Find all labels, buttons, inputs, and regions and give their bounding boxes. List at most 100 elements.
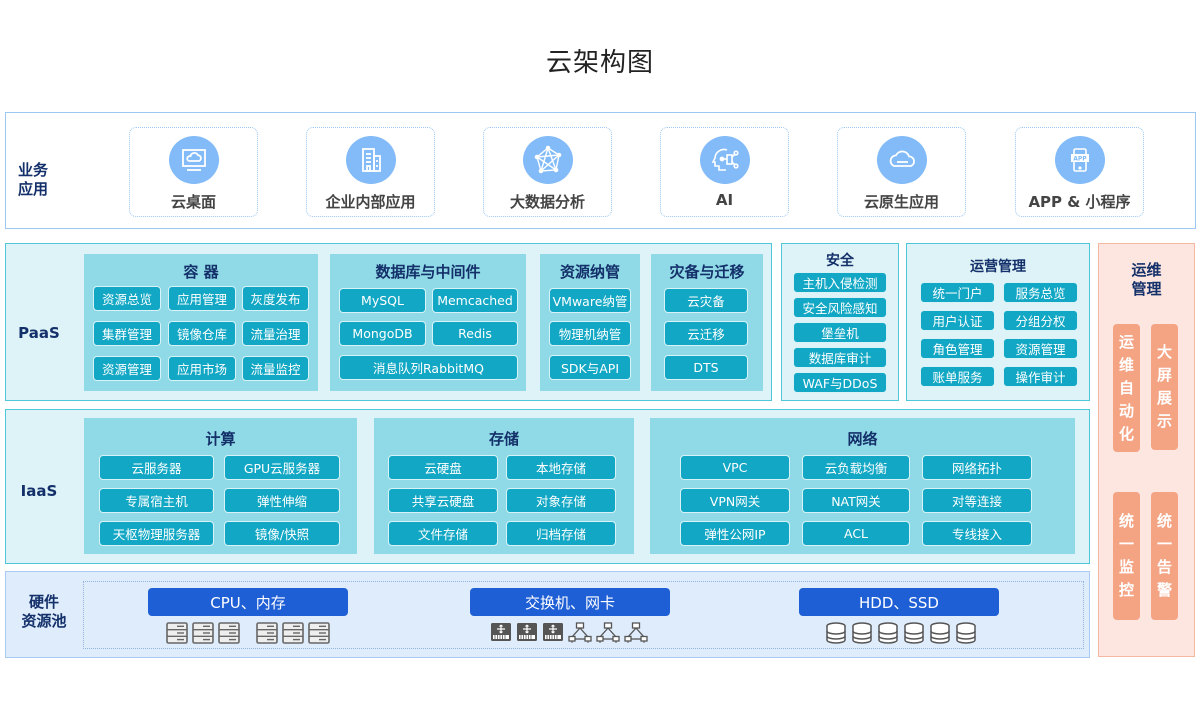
resource-mgmt-group-title: 资源纳管 [559, 263, 620, 281]
hardware-pool-container: CPU、内存 交换机、网卡 HDD、SSD [83, 581, 1084, 649]
chip-mysql[interactable]: MySQL [339, 288, 426, 313]
app-name: 云桌面 [170, 193, 216, 211]
chip-load-balancer[interactable]: 云负载均衡 [802, 455, 910, 480]
app-card-big-data[interactable]: 大数据分析 [483, 127, 612, 217]
chip-resource-management[interactable]: 资源管理 [1003, 338, 1078, 359]
server-icon [166, 622, 188, 644]
ops-automation-bar[interactable]: 运维自动化 [1113, 324, 1140, 452]
page-title: 云架构图 [545, 48, 654, 78]
switch-icon [517, 623, 537, 641]
chip-auto-scaling[interactable]: 弹性伸缩 [224, 488, 340, 513]
app-name: 云原生应用 [863, 193, 939, 211]
building-icon [346, 136, 396, 184]
database-group-title: 数据库与中间件 [375, 263, 481, 281]
chip-object-storage[interactable]: 对象存储 [506, 488, 616, 513]
chip-image-registry[interactable]: 镜像仓库 [168, 321, 236, 346]
topology-icon [624, 622, 648, 643]
chip-local-storage[interactable]: 本地存储 [506, 455, 616, 480]
hardware-resource-pool-layer: 硬件 资源池 CPU、内存 交换机、网卡 HDD、SSD [5, 571, 1090, 658]
chip-app-management[interactable]: 应用管理 [168, 286, 236, 311]
business-application-layer: 业务 应用 云桌面 企业内部应用 大数据分析 AI 云原生应用 APP [5, 112, 1196, 229]
chip-direct-connect[interactable]: 专线接入 [922, 521, 1032, 546]
chip-bare-metal[interactable]: 天枢物理服务器 [99, 521, 214, 546]
switch-nic-bar[interactable]: 交换机、网卡 [470, 588, 670, 616]
security-title: 安全 [826, 253, 854, 269]
paas-layer: PaaS 容 器 资源总览 应用管理 灰度发布 集群管理 镜像仓库 流量治理 资… [5, 243, 772, 401]
compute-group-title: 计算 [205, 430, 236, 448]
chip-cluster-management[interactable]: 集群管理 [93, 321, 161, 346]
chip-peering[interactable]: 对等连接 [922, 488, 1032, 513]
chip-shared-disk[interactable]: 共享云硬盘 [388, 488, 498, 513]
chip-operation-audit[interactable]: 操作审计 [1003, 366, 1078, 387]
ai-head-icon [700, 136, 750, 184]
chip-rabbitmq[interactable]: 消息队列RabbitMQ [339, 355, 518, 380]
chip-cloud-backup[interactable]: 云灾备 [664, 288, 748, 313]
container-group: 容 器 资源总览 应用管理 灰度发布 集群管理 镜像仓库 流量治理 资源管理 应… [84, 254, 318, 391]
chip-role-management[interactable]: 角色管理 [920, 338, 995, 359]
chip-host-intrusion[interactable]: 主机入侵检测 [793, 272, 887, 293]
chip-file-storage[interactable]: 文件存储 [388, 521, 498, 546]
chip-security-risk[interactable]: 安全风险感知 [793, 297, 887, 318]
chip-group-permission[interactable]: 分组分权 [1003, 310, 1078, 331]
chip-waf-ddos[interactable]: WAF与DDoS [793, 372, 887, 393]
chip-acl[interactable]: ACL [802, 521, 910, 546]
app-card-enterprise-apps[interactable]: 企业内部应用 [306, 127, 435, 217]
chip-dts[interactable]: DTS [664, 355, 748, 380]
app-card-ai[interactable]: AI [660, 127, 789, 217]
server-icon [282, 622, 304, 644]
chip-unified-portal[interactable]: 统一门户 [920, 282, 995, 303]
chip-elastic-ip[interactable]: 弹性公网IP [680, 521, 790, 546]
chip-vpc[interactable]: VPC [680, 455, 790, 480]
chip-traffic-governance[interactable]: 流量治理 [242, 321, 309, 346]
chip-vmware[interactable]: VMware纳管 [549, 288, 631, 313]
server-icon [218, 622, 240, 644]
operations-title: 运营管理 [970, 259, 1026, 275]
chip-physical-machine[interactable]: 物理机纳管 [549, 321, 631, 346]
hdd-ssd-bar[interactable]: HDD、SSD [799, 588, 999, 616]
chip-sdk-api[interactable]: SDK与API [549, 355, 631, 380]
app-card-cloud-desktop[interactable]: 云桌面 [129, 127, 258, 217]
app-card-app-miniprogram[interactable]: APP APP & 小程序 [1015, 127, 1144, 217]
chip-gpu-server[interactable]: GPU云服务器 [224, 455, 340, 480]
app-name: APP & 小程序 [1028, 193, 1131, 211]
chip-user-auth[interactable]: 用户认证 [920, 310, 995, 331]
big-screen-bar[interactable]: 大屏展示 [1151, 324, 1178, 450]
database-icon [826, 622, 846, 644]
chip-gray-release[interactable]: 灰度发布 [242, 286, 309, 311]
storage-group: 存储 云硬盘 本地存储 共享云硬盘 对象存储 文件存储 归档存储 [374, 418, 634, 554]
chip-image-snapshot[interactable]: 镜像/快照 [224, 521, 340, 546]
database-icon [956, 622, 976, 644]
cloud-icon [877, 136, 927, 184]
cpu-memory-bar[interactable]: CPU、内存 [148, 588, 348, 616]
chip-nat-gateway[interactable]: NAT网关 [802, 488, 910, 513]
chip-service-overview[interactable]: 服务总览 [1003, 282, 1078, 303]
chip-bastion-host[interactable]: 堡垒机 [793, 322, 887, 343]
app-card-cloud-native[interactable]: 云原生应用 [837, 127, 966, 217]
chip-vpn-gateway[interactable]: VPN网关 [680, 488, 790, 513]
chip-network-topology[interactable]: 网络拓扑 [922, 455, 1032, 480]
hardware-layer-label: 硬件 资源池 [21, 593, 67, 630]
switch-icon [491, 623, 511, 641]
chip-traffic-monitor[interactable]: 流量监控 [242, 356, 309, 381]
switch-icons [490, 622, 648, 644]
chip-app-market[interactable]: 应用市场 [168, 356, 236, 381]
network-mesh-icon [523, 136, 573, 184]
chip-dedicated-host[interactable]: 专属宿主机 [99, 488, 214, 513]
chip-resource-management[interactable]: 资源管理 [93, 356, 161, 381]
chip-mongodb[interactable]: MongoDB [339, 321, 426, 346]
unified-alert-bar[interactable]: 统一告警 [1151, 492, 1178, 620]
chip-cloud-server[interactable]: 云服务器 [99, 455, 214, 480]
chip-redis[interactable]: Redis [432, 321, 518, 346]
chip-memcached[interactable]: Memcached [432, 288, 518, 313]
chip-billing[interactable]: 账单服务 [920, 366, 995, 387]
chip-archive-storage[interactable]: 归档存储 [506, 521, 616, 546]
app-name: 大数据分析 [509, 193, 585, 211]
database-icon [852, 622, 872, 644]
topology-icon [596, 622, 620, 643]
chip-db-audit[interactable]: 数据库审计 [793, 347, 887, 368]
server-icons [166, 622, 330, 644]
chip-resource-overview[interactable]: 资源总览 [93, 286, 161, 311]
chip-cloud-migration[interactable]: 云迁移 [664, 321, 748, 346]
unified-monitor-bar[interactable]: 统一监控 [1113, 492, 1140, 620]
chip-cloud-disk[interactable]: 云硬盘 [388, 455, 498, 480]
